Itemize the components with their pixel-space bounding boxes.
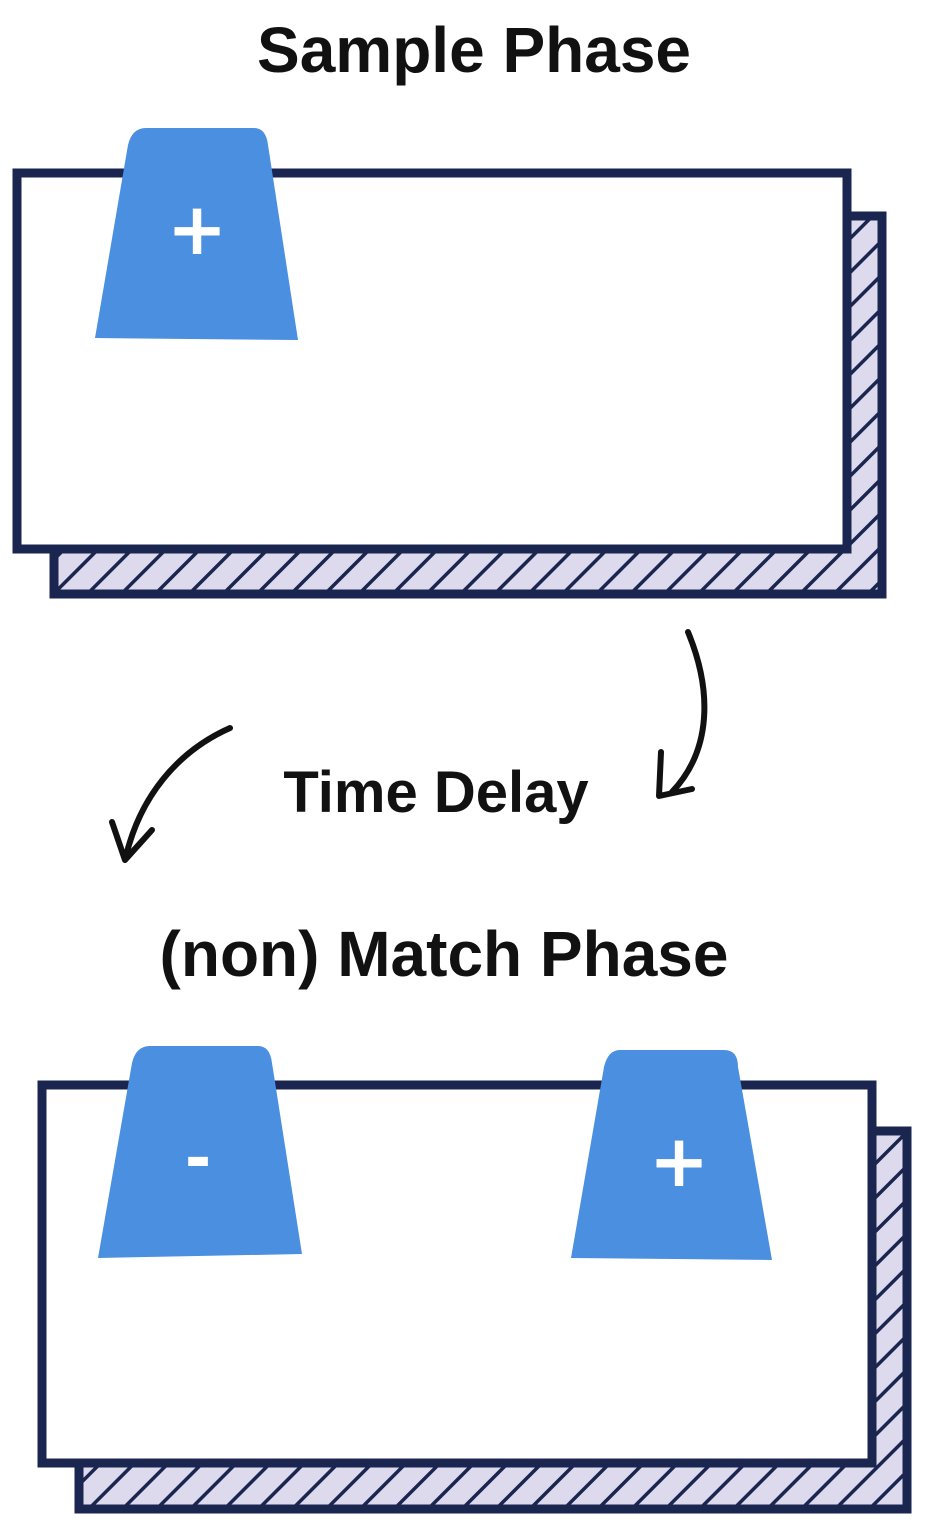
sample-cover-plus-sign: + xyxy=(167,187,227,271)
match-cover-right-shape xyxy=(571,1050,772,1260)
curved-arrow-right-head xyxy=(656,749,695,799)
sample-phase-title: Sample Phase xyxy=(257,14,691,86)
curved-arrow-left-shaft xyxy=(123,725,233,859)
curved-arrow-right xyxy=(656,629,708,799)
match-cover-left[interactable]: - xyxy=(98,1046,302,1258)
curved-arrow-left-head xyxy=(109,819,155,863)
sample-cover[interactable]: + xyxy=(95,128,298,340)
time-delay-label: Time Delay xyxy=(283,760,588,825)
curved-arrow-right-shaft xyxy=(669,629,708,795)
match-cover-right[interactable]: + xyxy=(571,1050,772,1260)
match-cover-left-minus-sign: - xyxy=(185,1122,212,1196)
sample-cover-shape xyxy=(95,128,298,340)
match-cover-left-shape xyxy=(98,1046,302,1258)
match-phase-title: (non) Match Phase xyxy=(160,918,729,990)
curved-arrow-left xyxy=(109,725,233,863)
match-cover-right-plus-sign: + xyxy=(649,1119,709,1203)
